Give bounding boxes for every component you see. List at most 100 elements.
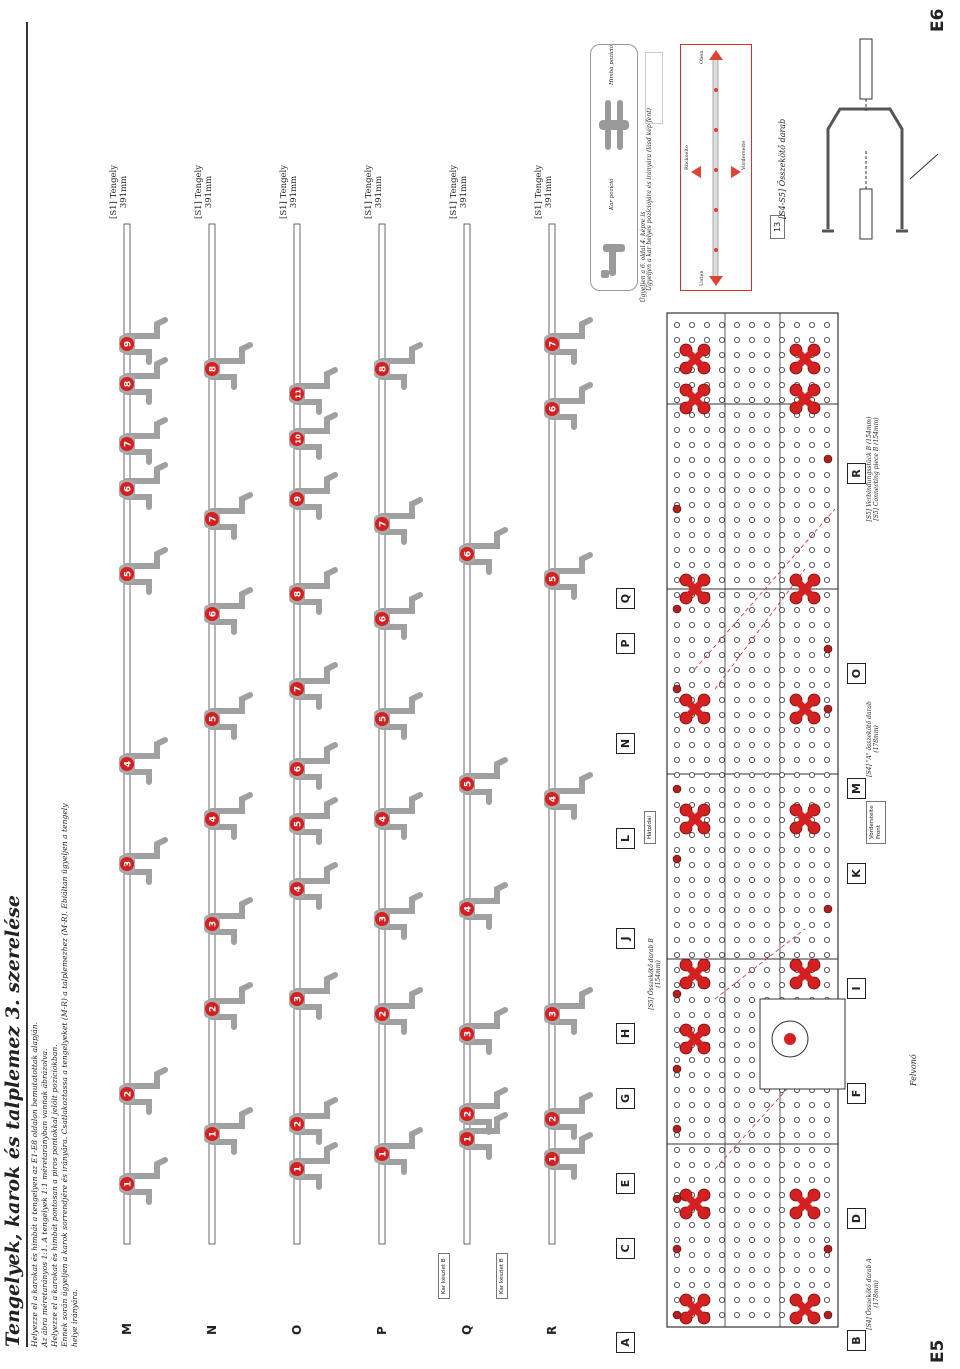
base-plate-hole xyxy=(734,1266,741,1273)
base-plate-hole xyxy=(749,817,756,824)
base-plate-hole xyxy=(734,922,741,929)
base-plate-hole xyxy=(734,546,741,553)
base-plate-hole xyxy=(764,726,771,733)
base-plate-hole xyxy=(704,1147,711,1154)
base-slot-c: C xyxy=(616,1238,635,1259)
arm-r-2: 2 xyxy=(544,1092,593,1140)
base-plate-hole xyxy=(734,1177,741,1184)
base-plate-hole xyxy=(808,666,815,673)
base-plate-hole xyxy=(689,1177,696,1184)
base-plate-hole xyxy=(793,516,800,523)
base-plate-hole xyxy=(689,651,696,658)
base-plate-hole xyxy=(673,756,680,763)
base-plate-hole xyxy=(734,711,741,718)
base-plate-hole xyxy=(808,726,815,733)
axis-name-text-r: [S1] Tengely xyxy=(534,164,544,219)
base-plate-hole xyxy=(673,1281,680,1288)
base-plate-hole xyxy=(764,741,771,748)
base-plate-hole xyxy=(764,486,771,493)
base-plate-hole xyxy=(749,1087,756,1094)
connector-detail xyxy=(822,38,939,240)
base-plate-hole xyxy=(823,1192,830,1199)
base-plate-hole xyxy=(823,967,830,974)
base-plate-hole xyxy=(704,336,711,343)
base-plate-hole xyxy=(808,471,815,478)
base-plate-hole xyxy=(719,1147,726,1154)
base-plate-hole xyxy=(689,531,696,538)
connector-cluster xyxy=(789,1293,821,1325)
base-plate-hole xyxy=(719,1297,726,1304)
conn-b-top-name: [S5] Összekötő darab B xyxy=(648,938,655,1010)
base-plate-hole xyxy=(689,561,696,568)
base-plate-hole xyxy=(704,1281,711,1288)
base-plate-hole xyxy=(779,666,786,673)
base-plate-hole xyxy=(673,546,680,553)
base-plate-hole xyxy=(764,351,771,358)
base-plate-hole xyxy=(779,1312,786,1319)
base-slot-q: Q xyxy=(616,588,635,609)
base-plate-hole xyxy=(704,606,711,613)
base-plate-hole xyxy=(689,1057,696,1064)
axis-mount-marker xyxy=(823,644,833,654)
base-plate-hole xyxy=(689,726,696,733)
felvono-lift xyxy=(759,998,846,1090)
base-plate-hole xyxy=(734,606,741,613)
base-plate-hole xyxy=(764,801,771,808)
axis-mount-marker xyxy=(823,454,833,464)
base-plate-hole xyxy=(764,396,771,403)
conn-b-right-label: [S5] Verbindungsstück B (154mm) [S5] Con… xyxy=(866,417,880,522)
arm-m-1: 1 xyxy=(119,1157,168,1205)
arm-number-q-5: 5 xyxy=(464,781,474,787)
base-plate-hole xyxy=(764,1266,771,1273)
base-plate-hole xyxy=(793,441,800,448)
base-plate-hole xyxy=(764,636,771,643)
base-slot-g: G xyxy=(616,1088,635,1109)
base-plate-hole xyxy=(823,847,830,854)
base-plate-hole xyxy=(719,862,726,869)
base-plate-hole xyxy=(673,1236,680,1243)
base-plate-hole xyxy=(764,426,771,433)
arm-o-9: 9 xyxy=(289,472,338,520)
axis-name-text-m: [S1] Tengely xyxy=(109,164,119,219)
base-plate-hole xyxy=(719,726,726,733)
base-plate-hole xyxy=(749,1117,756,1124)
base-plate-hole xyxy=(689,1147,696,1154)
base-plate-hole xyxy=(719,1132,726,1139)
base-slot-a: A xyxy=(616,1332,635,1353)
base-plate-hole xyxy=(689,1132,696,1139)
base-plate-hole xyxy=(749,922,756,929)
base-plate-hole xyxy=(704,922,711,929)
base-plate-hole xyxy=(734,651,741,658)
base-plate-hole xyxy=(734,1236,741,1243)
base-plate-hole xyxy=(779,696,786,703)
base-plate-hole xyxy=(673,982,680,989)
base-plate-hole xyxy=(779,651,786,658)
base-plate-hole xyxy=(673,1102,680,1109)
base-plate-hole xyxy=(823,576,830,583)
base-plate-hole xyxy=(734,1072,741,1079)
arm-n-6: 6 xyxy=(204,587,253,635)
base-plate-hole xyxy=(823,681,830,688)
base-plate-hole xyxy=(749,877,756,884)
base-plate-hole xyxy=(823,546,830,553)
base-plate-hole xyxy=(704,907,711,914)
base-plate-hole xyxy=(704,1132,711,1139)
base-slot-l: L xyxy=(616,828,635,849)
base-plate-hole xyxy=(689,1117,696,1124)
arm-r-6: 6 xyxy=(544,382,593,430)
base-plate-hole xyxy=(704,1102,711,1109)
base-plate-hole xyxy=(719,501,726,508)
base-plate-hole xyxy=(823,516,830,523)
arm-number-m-7: 7 xyxy=(124,441,134,447)
base-plate-hole xyxy=(793,606,800,613)
arm-number-o-7: 7 xyxy=(294,686,304,692)
base-plate-hole xyxy=(734,937,741,944)
base-plate-hole xyxy=(764,1312,771,1319)
base-plate-hole xyxy=(689,1072,696,1079)
arm-p-6: 6 xyxy=(374,592,423,640)
base-plate-hole xyxy=(764,411,771,418)
base-plate-hole xyxy=(793,1251,800,1258)
base-plate-hole xyxy=(779,456,786,463)
